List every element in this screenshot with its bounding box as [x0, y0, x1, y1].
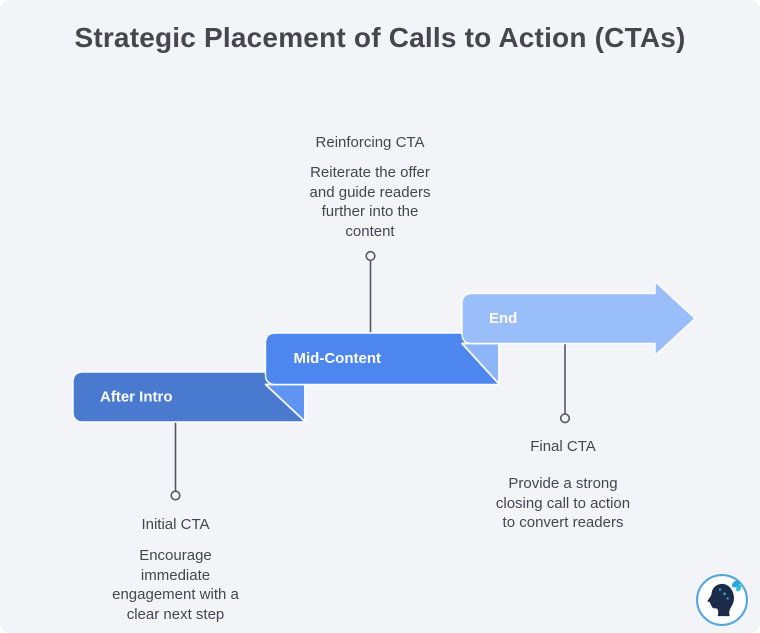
logo-butterfly-wing-icon: [736, 584, 742, 592]
callout-heading-final-cta: Final CTA: [530, 438, 596, 455]
page-title: Strategic Placement of Calls to Action (…: [74, 22, 686, 53]
connector-mid-content: [365, 250, 376, 336]
callout-body-final-cta: Provide a strong closing call to action …: [495, 475, 631, 531]
connector-dot: [559, 413, 571, 424]
bar-end-arrow: [461, 280, 696, 357]
connector-dot: [170, 490, 181, 501]
logo-hair-accent-icon: [726, 597, 729, 600]
connector-dot: [365, 250, 376, 262]
callout-body-reinforcing-cta: Reiterate the offer and guide readers fu…: [309, 164, 431, 240]
callout-heading-initial-cta: Initial CTA: [141, 516, 210, 533]
callout-heading-reinforcing-cta: Reinforcing CTA: [315, 134, 425, 151]
callout-body-initial-cta: Encourage immediate engagement with a cl…: [112, 547, 239, 623]
bar-label-mid-content: Mid-Content: [294, 350, 381, 367]
bar-label-end: End: [489, 310, 517, 327]
connector-end: [559, 342, 571, 424]
brand-logo: [696, 574, 748, 626]
logo-hair-accent-icon: [718, 588, 722, 591]
bar-mid-content: [264, 332, 500, 386]
logo-hair-accent-icon: [723, 592, 726, 596]
logo-woman-silhouette: [707, 583, 734, 617]
bar-label-after-intro: After Intro: [100, 389, 173, 406]
bar-after-intro: [72, 371, 306, 423]
connector-after-intro: [170, 420, 181, 501]
